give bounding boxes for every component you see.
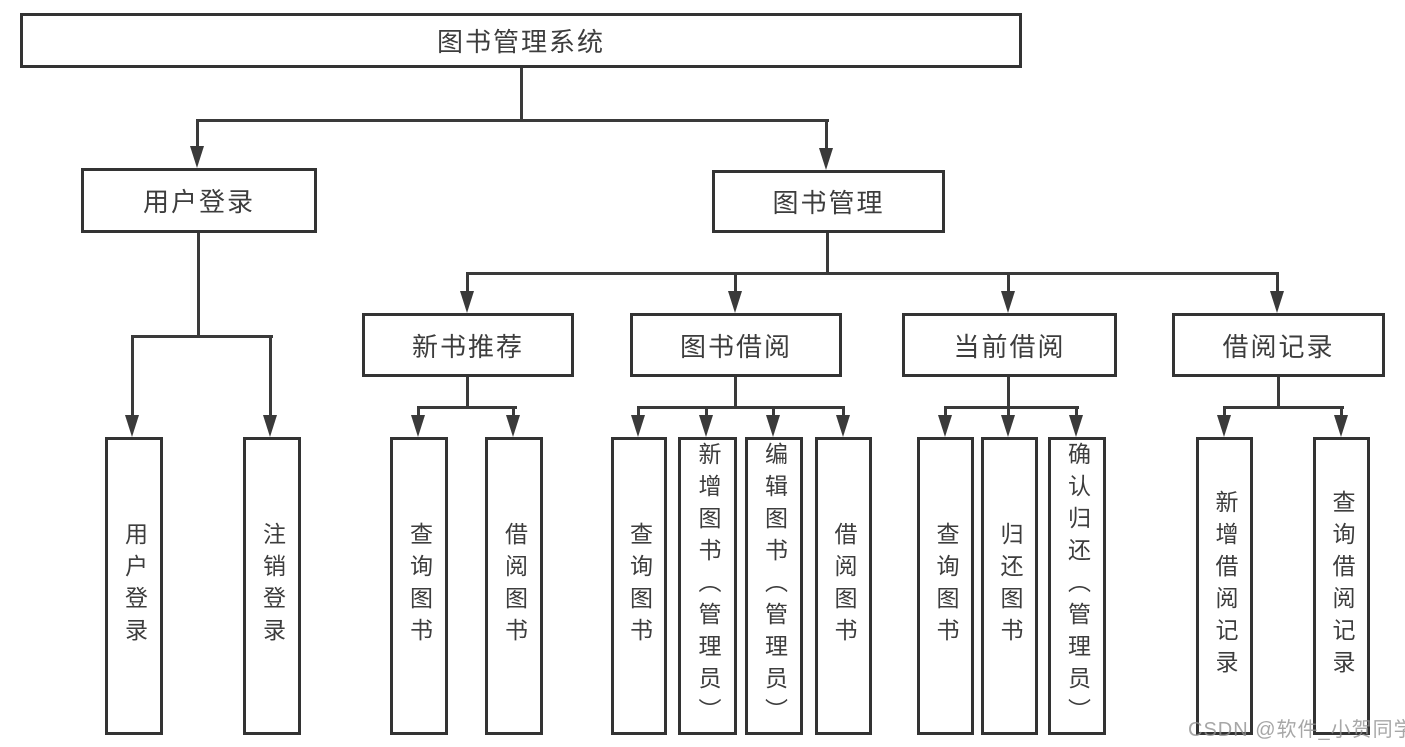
leaf-add-book-admin: 新增图书（管理员） (678, 437, 737, 735)
connector-current-borrowing-bar (944, 406, 1079, 409)
leaf-query-books-current: 查询图书 (917, 437, 974, 735)
leaf-return-books: 归还图书 (981, 437, 1038, 735)
leaf-edit-book-admin: 编辑图书（管理员） (745, 437, 803, 735)
connector-user-login-bar (132, 335, 273, 338)
arrow-to-leaf (1001, 406, 1016, 437)
connector-borrowing-records-bar (1223, 406, 1344, 409)
connector-borrowing-records-stem (1277, 377, 1280, 409)
node-root: 图书管理系统 (20, 13, 1022, 68)
arrow-to-leaf (836, 406, 851, 437)
leaf-logout: 注销登录 (243, 437, 301, 735)
arrow-to-leaf (699, 406, 714, 437)
node-book-borrowing: 图书借阅 (630, 313, 842, 377)
arrow-to-current-borrowing (1001, 272, 1016, 313)
arrow-to-leaf (1069, 406, 1084, 437)
leaf-query-borrow-record: 查询借阅记录 (1313, 437, 1370, 735)
arrow-to-leaf (506, 406, 521, 437)
arrow-to-book-borrowing (728, 272, 743, 313)
connector-user-login-stem (197, 233, 200, 337)
connector-root-stem (520, 68, 523, 121)
arrow-to-leaf (631, 406, 646, 437)
arrow-to-leaf (938, 406, 953, 437)
connector-new-book-stem (466, 377, 469, 409)
node-user-login: 用户登录 (81, 168, 317, 233)
arrow-to-leaf-user-login (125, 335, 140, 437)
leaf-query-books-borrowing: 查询图书 (611, 437, 667, 735)
arrow-to-new-book (460, 272, 475, 313)
node-new-book-recommend: 新书推荐 (362, 313, 574, 377)
arrow-to-leaf-logout (263, 335, 278, 437)
connector-book-borrowing-stem (734, 377, 737, 409)
connector-book-mgmt-bar (466, 272, 1279, 275)
arrow-to-borrowing-records (1270, 272, 1285, 313)
leaf-add-borrow-record: 新增借阅记录 (1196, 437, 1253, 735)
node-borrowing-records: 借阅记录 (1172, 313, 1385, 377)
connector-new-book-bar (417, 406, 517, 409)
leaf-query-books-recommend: 查询图书 (390, 437, 448, 735)
leaf-confirm-return-admin: 确认归还（管理员） (1048, 437, 1106, 735)
arrow-to-leaf (1217, 406, 1232, 437)
connector-book-mgmt-stem (826, 233, 829, 274)
arrow-to-book-management (819, 119, 834, 170)
watermark: CSDN @软件_小贺同学 (1188, 719, 1405, 741)
connector-current-borrowing-stem (1007, 377, 1010, 409)
arrow-to-leaf (1334, 406, 1349, 437)
leaf-borrow-books-recommend: 借阅图书 (485, 437, 543, 735)
connector-root-bar (197, 119, 829, 122)
node-current-borrowing: 当前借阅 (902, 313, 1117, 377)
arrow-to-user-login (190, 119, 205, 168)
arrow-to-leaf (766, 406, 781, 437)
arrow-to-leaf (411, 406, 426, 437)
connector-book-borrowing-bar (637, 406, 845, 409)
node-book-management: 图书管理 (712, 170, 945, 233)
leaf-borrow-books-borrowing: 借阅图书 (815, 437, 872, 735)
leaf-user-login: 用户登录 (105, 437, 163, 735)
